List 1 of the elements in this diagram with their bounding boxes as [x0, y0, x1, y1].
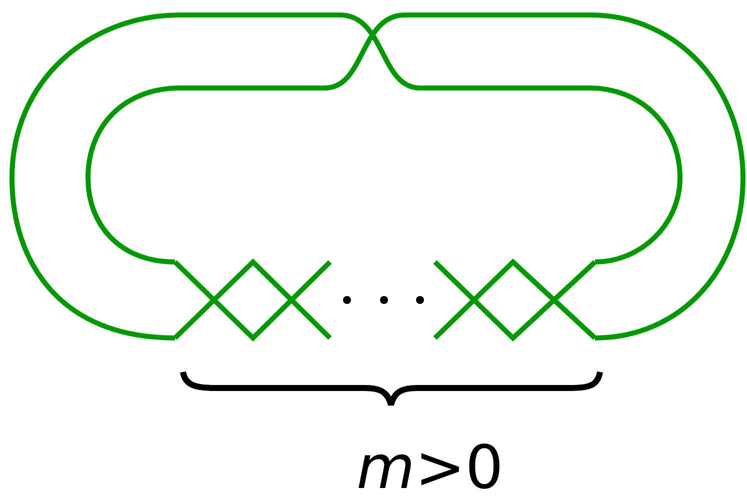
count-label: m>0 [356, 438, 504, 498]
